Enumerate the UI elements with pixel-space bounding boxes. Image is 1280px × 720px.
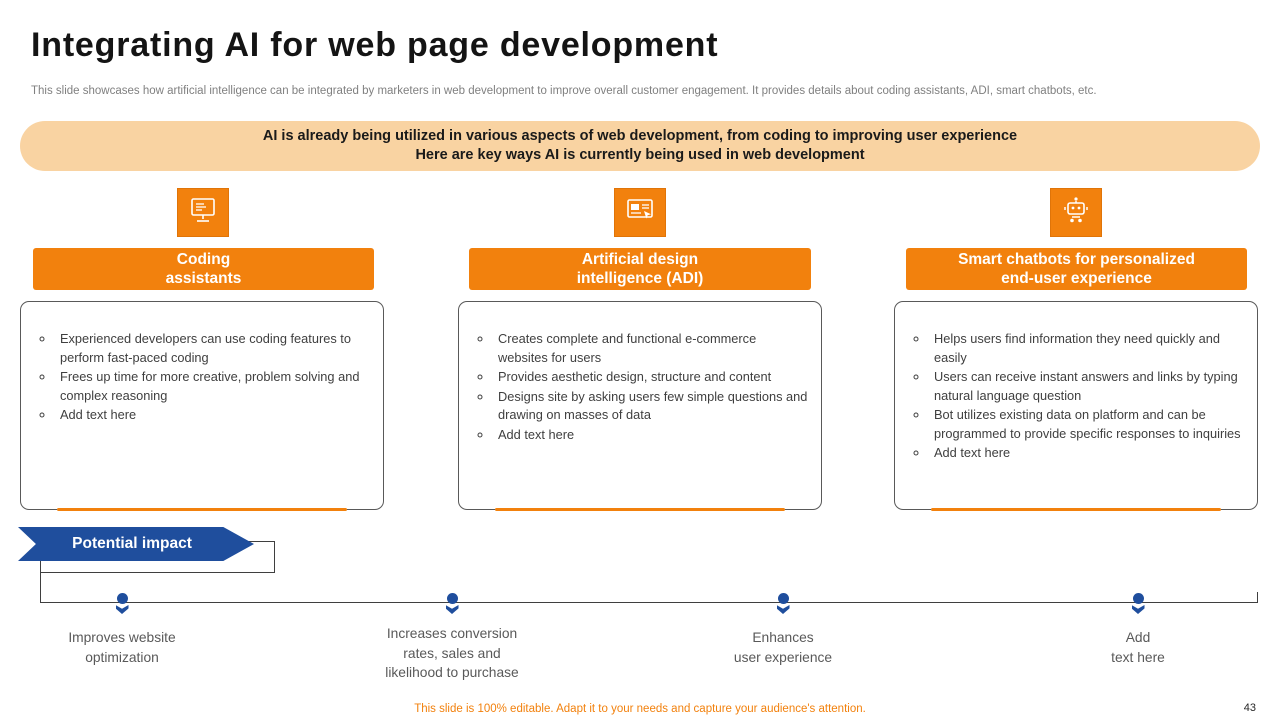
code-document-monitor-icon	[188, 196, 218, 229]
marker-dot-icon	[777, 593, 789, 604]
timeline-marker	[1131, 593, 1145, 614]
bullet-item: Add text here	[929, 444, 1245, 463]
timeline-line	[40, 602, 1258, 603]
column-header-adi: Artificial design intelligence (ADI)	[469, 248, 811, 290]
page-number: 43	[1243, 702, 1256, 714]
bullet-list: Helps users find information they need q…	[903, 330, 1245, 463]
timeline-label: Improves website optimization	[68, 630, 176, 665]
marker-dot-icon	[116, 593, 128, 604]
bullet-list: Experienced developers can use coding fe…	[29, 330, 371, 425]
timeline-marker	[115, 593, 129, 614]
key-message-banner: AI is already being utilized in various …	[20, 121, 1260, 171]
timeline-label: Enhances user experience	[733, 630, 833, 665]
bullet-item: Bot utilizes existing data on platform a…	[929, 406, 1245, 443]
timeline-marker	[445, 593, 459, 614]
slide-subtitle: This slide showcases how artificial inte…	[31, 85, 1097, 97]
column-header-coding-assistants: Coding assistants	[33, 248, 374, 290]
chatbot-robot-icon	[1061, 196, 1091, 229]
impact-connector-line	[40, 573, 41, 603]
timeline-label: Add text here	[1111, 630, 1165, 665]
timeline-label: Increases conversion rates, sales and li…	[385, 626, 519, 680]
bullet-item: Creates complete and functional e-commer…	[493, 330, 809, 367]
accent-underline	[931, 508, 1221, 511]
marker-dot-icon	[446, 593, 458, 604]
adi-icon-box	[614, 188, 666, 237]
bullet-item: Experienced developers can use coding fe…	[55, 330, 371, 367]
marker-chevron-icon	[115, 605, 129, 614]
smart-chatbots-panel: Helps users find information they need q…	[894, 301, 1258, 511]
bullet-item: Frees up time for more creative, problem…	[55, 368, 371, 405]
accent-underline	[57, 508, 347, 511]
marker-chevron-icon	[1131, 605, 1145, 614]
accent-underline	[495, 508, 785, 511]
editable-note: This slide is 100% editable. Adapt it to…	[414, 703, 866, 715]
chatbot-icon-box	[1050, 188, 1102, 237]
coding-assistants-panel: Experienced developers can use coding fe…	[20, 301, 384, 511]
coding-assistants-icon-box	[177, 188, 229, 237]
bullet-item: Add text here	[493, 426, 809, 445]
bullet-item: Add text here	[55, 406, 371, 425]
bullet-item: Helps users find information they need q…	[929, 330, 1245, 367]
marker-chevron-icon	[445, 605, 459, 614]
bullet-item: Provides aesthetic design, structure and…	[493, 368, 809, 387]
bullet-item: Users can receive instant answers and li…	[929, 368, 1245, 405]
column-header-smart-chatbots: Smart chatbots for personalized end-user…	[906, 248, 1247, 290]
adi-panel: Creates complete and functional e-commer…	[458, 301, 822, 511]
slide-title: Integrating AI for web page development	[31, 26, 719, 64]
marker-chevron-icon	[776, 605, 790, 614]
timeline-end-tick	[1257, 592, 1258, 603]
potential-impact-ribbon: Potential impact	[18, 527, 254, 561]
bullet-list: Creates complete and functional e-commer…	[467, 330, 809, 444]
marker-dot-icon	[1132, 593, 1144, 604]
timeline-marker	[776, 593, 790, 614]
bullet-item: Designs site by asking users few simple …	[493, 388, 809, 425]
design-monitor-cursor-icon	[625, 196, 655, 229]
